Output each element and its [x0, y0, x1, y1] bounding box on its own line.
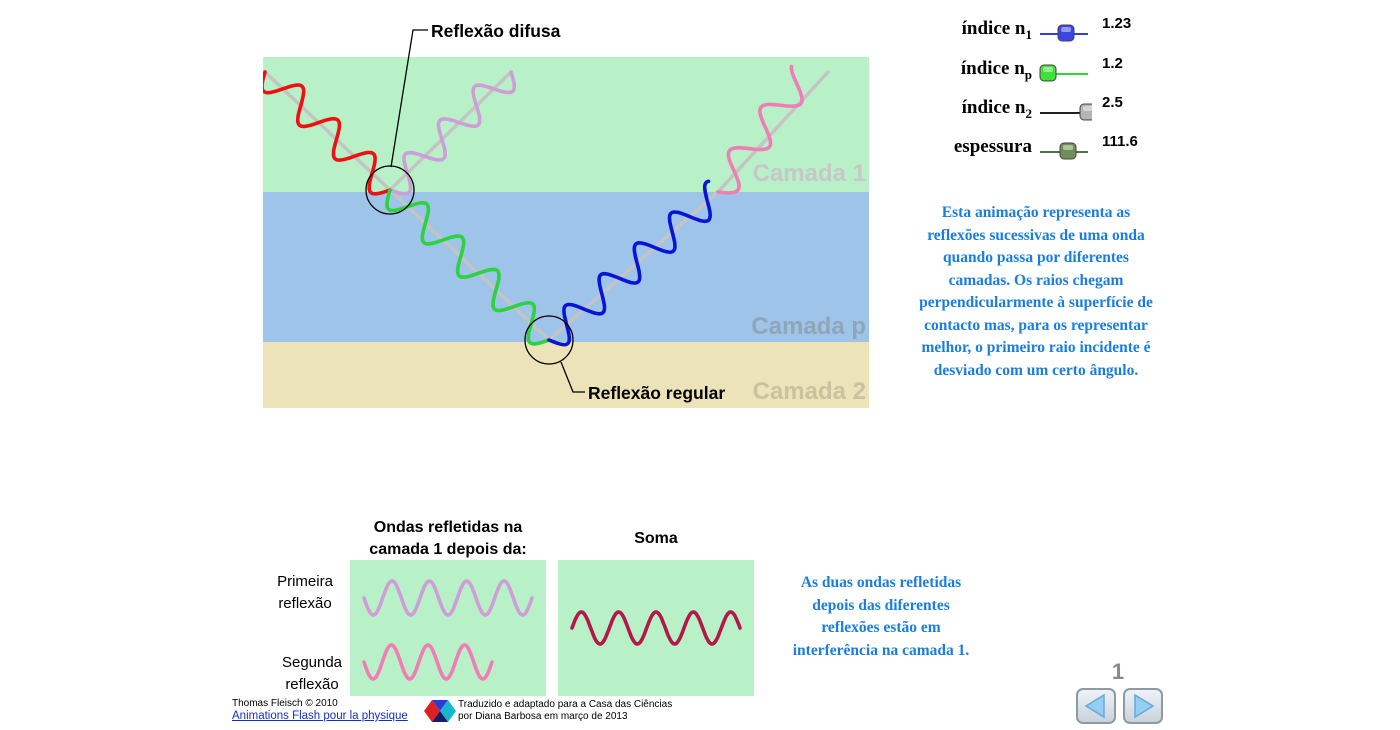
casa-das-ciencias-logo	[424, 700, 456, 722]
control-value-1: 1.23	[1102, 15, 1132, 32]
diffuse-leader-line	[390, 29, 428, 168]
interference-text: As duas ondas refletidas depois das dife…	[792, 574, 970, 659]
second-reflection-label: Segunda reflexão	[281, 654, 343, 693]
reflections-panel-bg	[350, 560, 546, 696]
control-value-3: 2.5	[1102, 94, 1123, 111]
next-button[interactable]	[1123, 688, 1163, 724]
control-slider-1[interactable]	[1036, 22, 1092, 46]
layer-2-label: Camada 2	[753, 378, 866, 405]
control-slider-2[interactable]	[1036, 62, 1092, 86]
layer-1-region	[263, 57, 869, 192]
control-value-4: 111.6	[1102, 133, 1138, 150]
control-value-2: 1.2	[1102, 55, 1123, 72]
control-label-sub: 1	[1025, 26, 1033, 42]
slider-knob-highlight	[1083, 106, 1092, 111]
arrow-right-icon	[1134, 693, 1155, 719]
previous-button[interactable]	[1076, 688, 1116, 724]
control-label-text: índice n	[961, 97, 1026, 118]
control-label-text: espessura	[953, 136, 1032, 157]
slider-knob-highlight	[1061, 27, 1071, 32]
first-reflection-label: Primeira reflexão	[277, 573, 333, 612]
panel1-title: Ondas refletidas na camada 1 depois da:	[369, 519, 527, 558]
slider-knob[interactable]	[1079, 103, 1092, 121]
slider-knob[interactable]	[1057, 24, 1075, 42]
translation-credit-line1: Traduzido e adaptado para a Casa das Ciê…	[458, 699, 673, 710]
diffuse-reflection-label: Reflexão difusa	[431, 21, 561, 41]
reflections-panel	[350, 560, 546, 696]
wave-scene: Camada 1 Camada p Camada 2 Reflexão difu…	[263, 21, 869, 408]
layer-1-label: Camada 1	[753, 160, 866, 187]
control-label-sub: p	[1024, 66, 1032, 82]
control-slider-4[interactable]	[1036, 140, 1092, 164]
regular-leader-line	[560, 361, 585, 393]
control-slider-3[interactable]	[1036, 101, 1092, 125]
second-reflection-sample-wave	[362, 643, 494, 681]
slider-knob[interactable]	[1039, 64, 1057, 82]
slider-knob[interactable]	[1059, 142, 1077, 160]
slider-knob-highlight	[1043, 67, 1053, 72]
reflections-panel-waves	[362, 579, 534, 681]
first-reflection-sample-wave	[362, 579, 534, 617]
layer-p-label: Camada p	[751, 313, 866, 340]
slider-knob-highlight	[1063, 145, 1073, 150]
regular-reflection-label: Reflexão regular	[588, 383, 725, 403]
wave-paths	[263, 64, 804, 347]
first-reflection-wave	[388, 70, 517, 196]
control-label-sub: 2	[1025, 105, 1033, 121]
page-number: 1	[1111, 659, 1125, 684]
sum-panel-bg	[558, 560, 754, 696]
arrow-left-icon	[1084, 693, 1105, 719]
transmitted-wave	[385, 188, 551, 346]
sum-wave	[570, 610, 742, 646]
panel2-title: Soma	[634, 530, 678, 547]
control-label-4: espessura	[940, 136, 1032, 158]
incident-wave	[263, 70, 392, 196]
control-label-3: índice n2	[940, 97, 1032, 122]
control-label-2: índice np	[940, 58, 1032, 83]
translation-credit-line2: por Diana Barbosa em março de 2013	[458, 711, 628, 722]
regular-reflection-circle	[524, 315, 574, 365]
diffuse-reflection-circle	[365, 165, 415, 215]
control-label-text: índice n	[961, 18, 1026, 39]
author-credit: Thomas Fleisch © 2010	[232, 698, 338, 709]
reflected-layer-p-wave	[547, 179, 712, 347]
ray-line-1	[263, 70, 392, 192]
sum-panel-wave	[570, 610, 742, 646]
translation-credit: Traduzido e adaptado para a Casa das Ciê…	[458, 699, 672, 723]
control-label-text: índice n	[960, 58, 1025, 79]
second-reflection-wave	[716, 64, 804, 195]
ray-line-2	[388, 188, 551, 342]
animations-flash-link[interactable]: Animations Flash pour la physique	[232, 710, 408, 722]
ray-line-5	[388, 70, 513, 192]
description-text: Esta animação representa as reflexões su…	[919, 204, 1153, 379]
control-label-1: índice n1	[940, 18, 1032, 43]
sum-panel	[558, 560, 754, 696]
